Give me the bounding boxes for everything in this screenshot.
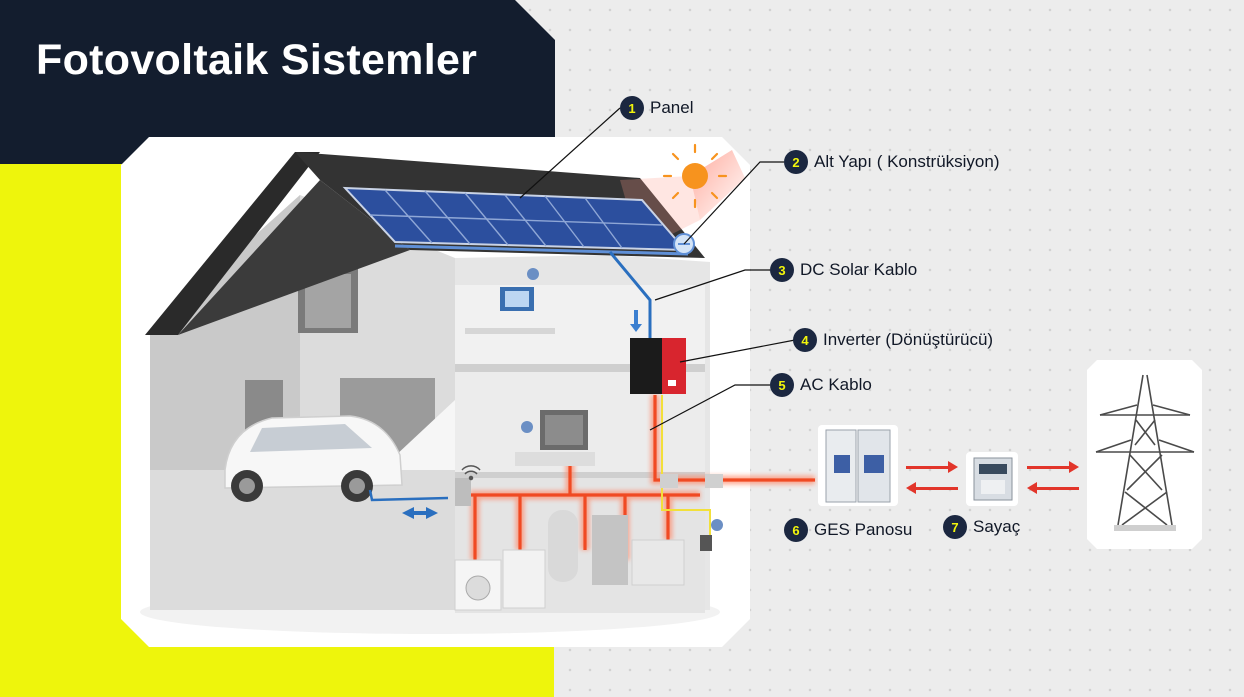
page-title: Fotovoltaik Sistemler [36, 36, 478, 84]
wall-socket-icon [700, 535, 712, 551]
water-heater-icon [548, 510, 578, 582]
callout-meter: 7 Sayaç [943, 515, 1020, 539]
smart-device-icon [521, 421, 533, 433]
callout-panel: 1 Panel [620, 96, 693, 120]
heat-pump-icon [631, 539, 685, 586]
callout-badge: 5 [770, 373, 794, 397]
title-banner [0, 0, 555, 164]
ac-cable-network [455, 395, 815, 560]
junction-box [660, 474, 678, 488]
callout-dc-solar-cable: 3 DC Solar Kablo [770, 258, 917, 282]
charging-cable [368, 489, 449, 519]
callout-mounting-structure: 2 Alt Yapı ( Konstrüksiyon) [784, 150, 1000, 174]
tower-card [1087, 360, 1202, 549]
callout-ac-cable: 5 AC Kablo [770, 373, 872, 397]
callout-badge: 6 [784, 518, 808, 542]
smart-device-icon [711, 519, 723, 531]
meter-icon [966, 452, 1018, 506]
callout-label: Inverter (Dönüştürücü) [823, 330, 994, 349]
callout-badge: 1 [620, 96, 644, 120]
callout-label: Alt Yapı ( Konstrüksiyon) [814, 152, 1000, 171]
callout-inverter: 4 Inverter (Dönüştürücü) [793, 328, 993, 352]
callout-leader-lines [519, 107, 796, 431]
energy-flow-arrows [906, 461, 1079, 494]
callout-badge: 4 [793, 328, 817, 352]
boiler-icon [592, 515, 628, 585]
electric-car-icon [224, 415, 403, 502]
callout-badge: 7 [943, 515, 967, 539]
callout-label: Sayaç [973, 517, 1021, 536]
appliances [454, 268, 723, 611]
dryer-icon [502, 549, 546, 609]
dc-cable [608, 251, 652, 340]
smart-device-icon [527, 268, 539, 280]
callout-label: DC Solar Kablo [800, 260, 918, 279]
callout-label: AC Kablo [800, 375, 872, 394]
bidirectional-arrow-icon [402, 507, 414, 519]
junction-box [705, 474, 723, 488]
callout-label: GES Panosu [814, 520, 913, 539]
wifi-icon [461, 465, 481, 481]
transmission-tower-icon [1095, 374, 1195, 531]
inverter-icon [630, 338, 686, 394]
callout-badge: 3 [770, 258, 794, 282]
callout-label: Panel [650, 98, 694, 117]
callout-badge: 2 [784, 150, 808, 174]
ges-panel-icon [818, 425, 898, 506]
callout-ges-panel: 6 GES Panosu [784, 518, 912, 542]
desk [465, 328, 555, 334]
distribution-box [455, 478, 471, 506]
